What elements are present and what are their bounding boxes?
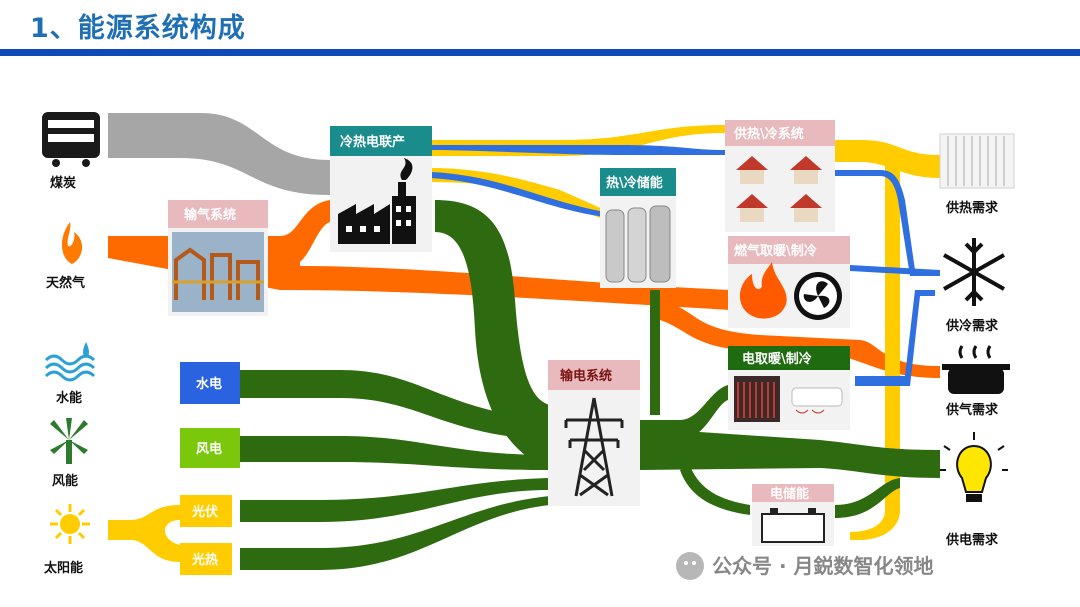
gas-transport-panel: 输气系统 (168, 200, 268, 316)
cooking-pot-icon (942, 345, 1010, 394)
radiator-icon (939, 133, 1015, 189)
coal-source: 煤炭 (42, 112, 100, 191)
storage-tanks-icon (605, 205, 671, 283)
power-flow-wind (240, 436, 550, 470)
power-flow-grid-to-demand (640, 428, 940, 478)
hydro-label: 水电 (196, 376, 222, 392)
heat-demand-label: 供热需求 (945, 200, 999, 216)
electric-heating-panel: 电取暖\制冷 (728, 346, 850, 430)
factory-icon (338, 158, 416, 244)
cold-demand: 供冷需求 (943, 238, 1005, 334)
fire-icon (739, 262, 787, 319)
solar-thermal-box: 光热 (180, 543, 232, 575)
water-label: 水能 (56, 390, 82, 406)
title-rule (0, 49, 1080, 56)
coal-flow (108, 113, 330, 195)
battery-icon (761, 508, 825, 543)
chp-panel: 冷热电联产 (330, 126, 432, 252)
wind-source: 风能 (50, 418, 88, 489)
air-conditioner-icon (791, 387, 843, 414)
power-flow-chp-to-grid (435, 200, 550, 470)
fan-icon (794, 272, 842, 320)
power-flow-battery-to-demand (835, 478, 900, 518)
heat-flow-right-down (850, 165, 900, 540)
solar-flow (108, 505, 180, 562)
gas-station-image (172, 232, 264, 312)
gas-to-demand-flow (660, 300, 940, 378)
heat-cool-system-panel: 供热\冷系统 (725, 120, 835, 232)
hydro-box: 水电 (180, 362, 240, 404)
power-flow-grid-to-storage (650, 290, 660, 415)
gas-transport-label: 输气系统 (184, 207, 236, 223)
power-tower-icon (564, 397, 624, 497)
water-source: 水能 (44, 342, 96, 406)
gas-demand: 供气需求 (942, 345, 1010, 418)
gas-label: 天然气 (46, 275, 85, 291)
coal-label: 煤炭 (50, 175, 76, 191)
heat-cool-system-label: 供热\冷系统 (733, 126, 804, 142)
watermark-text: 公众号 · 月鋭数智化领地 (712, 554, 934, 578)
battery-panel: 电储能 (752, 484, 834, 546)
pv-box: 光伏 (180, 495, 232, 527)
cold-flow-chp (430, 145, 725, 155)
power-demand: 供电需求 (940, 432, 1008, 548)
power-flow-solar-thermal (240, 496, 550, 570)
power-flow-grid-to-elec (640, 385, 728, 440)
page-title: 1、能源系统构成 (30, 13, 246, 44)
gas-heating-panel: 燃气取暖\制冷 (728, 236, 850, 328)
heat-demand: 供热需求 (939, 133, 1015, 216)
wechat-icon (676, 552, 704, 580)
gas-demand-label: 供气需求 (945, 402, 999, 418)
sun-icon (50, 504, 90, 544)
power-flow-pv (240, 478, 550, 522)
wind-label: 风能 (52, 473, 78, 489)
power-demand-label: 供电需求 (945, 532, 999, 548)
wind-power-label: 风电 (196, 441, 222, 457)
electric-heater-icon (734, 376, 780, 422)
solar-source: 太阳能 (43, 504, 90, 576)
water-icon (44, 354, 96, 382)
pv-label: 光伏 (191, 504, 218, 520)
solar-thermal-label: 光热 (191, 552, 218, 568)
heat-flow-system-to-demand (835, 140, 940, 178)
lightbulb-icon (940, 432, 1008, 502)
cold-demand-label: 供冷需求 (945, 318, 999, 334)
grid-label: 输电系统 (560, 368, 612, 384)
thermal-storage-label: 热\冷储能 (606, 175, 663, 191)
watermark: 公众号 · 月鋭数智化领地 (676, 552, 934, 580)
electric-heating-label: 电取暖\制冷 (742, 351, 812, 367)
power-flow-hydro (240, 370, 550, 440)
houses-icon (736, 156, 822, 222)
cold-flow-elec-to-demand (855, 290, 935, 386)
thermal-storage-panel: 热\冷储能 (600, 168, 676, 288)
cold-flow-storage (430, 172, 605, 217)
battery-label: 电储能 (770, 486, 809, 502)
chp-label: 冷热电联产 (340, 134, 405, 150)
cold-flow-gas-to-demand (850, 265, 940, 276)
grid-panel: 输电系统 (548, 360, 640, 506)
gas-source: 天然气 (46, 222, 85, 291)
power-flow-grid-to-battery (680, 466, 750, 515)
wind-power-box: 风电 (180, 428, 240, 468)
snowflake-icon (943, 238, 1005, 306)
windmill-icon (50, 418, 88, 464)
flame-icon (61, 222, 83, 264)
gas-heating-label: 燃气取暖\制冷 (734, 243, 817, 259)
solar-label: 太阳能 (43, 560, 83, 576)
